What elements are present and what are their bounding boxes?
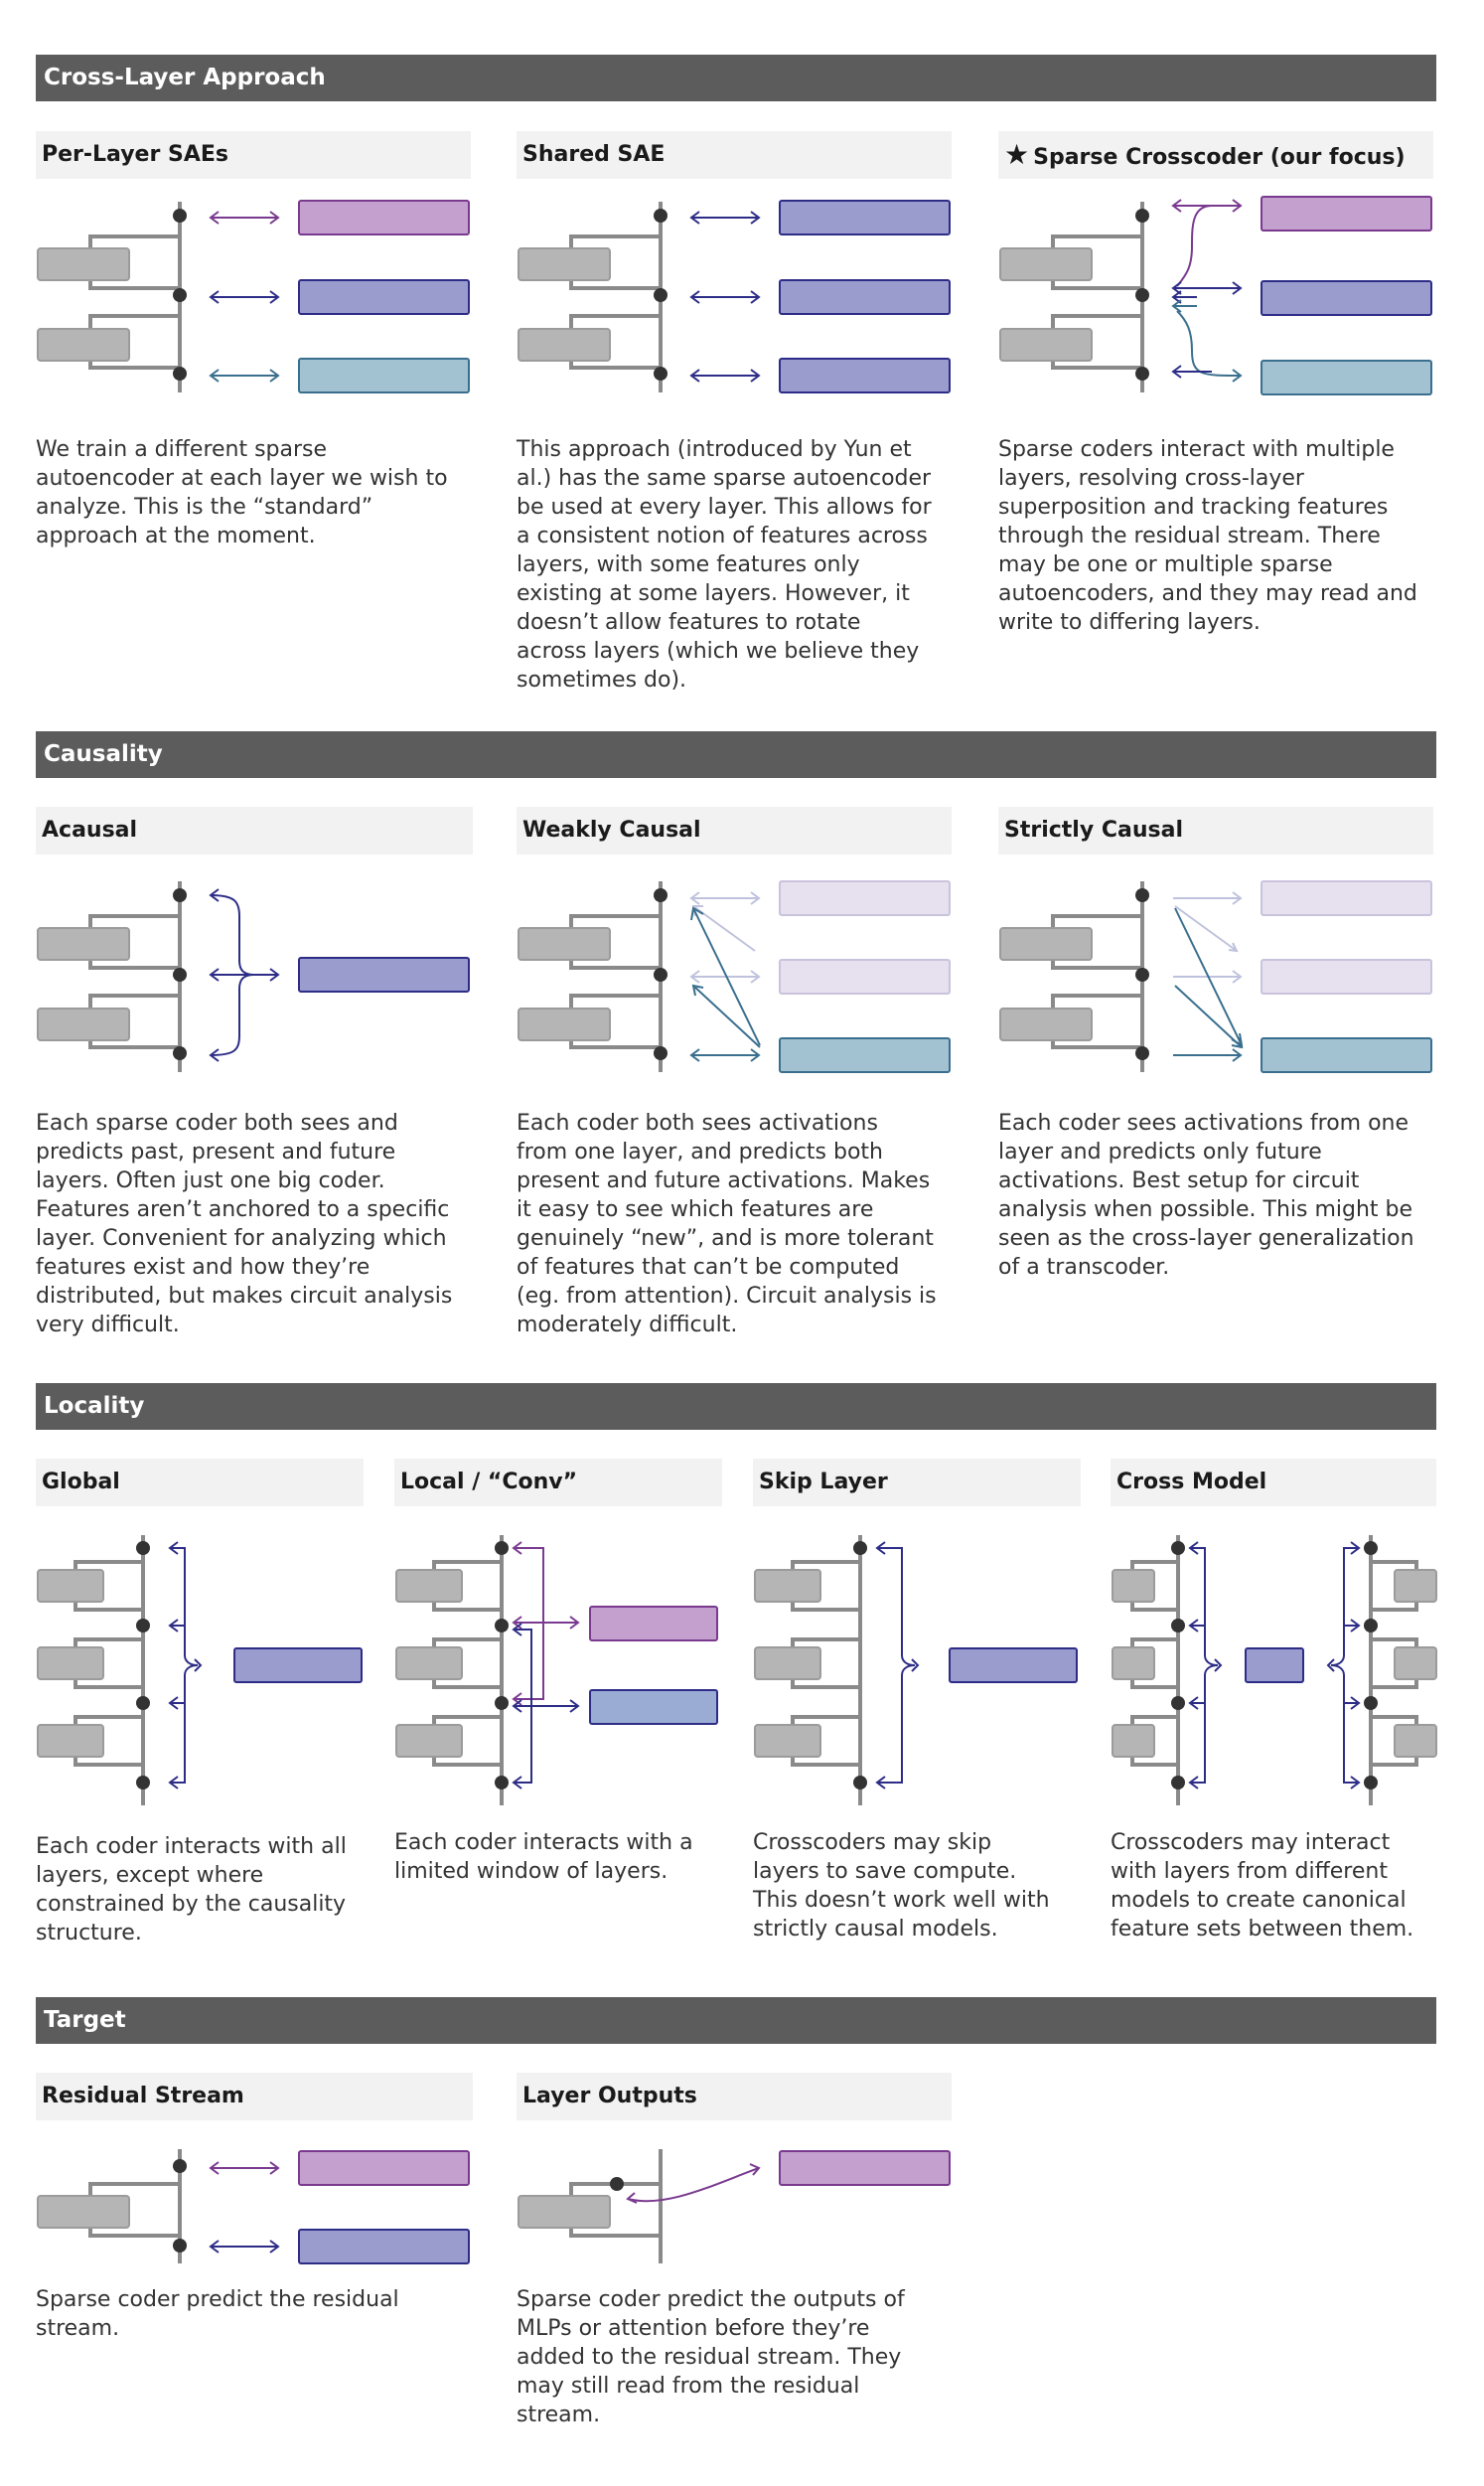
diagram-shared-sae <box>518 200 951 393</box>
bidirectional-arrows <box>209 211 280 383</box>
panel-description: Crosscoders may interact with layers fro… <box>1111 1830 1414 1942</box>
coder-boxes <box>779 880 951 1073</box>
residual-stream <box>518 202 668 392</box>
bracket-arrows <box>168 1541 203 1789</box>
panel-cross-model: Cross Model <box>1111 1459 1438 1975</box>
panel-strictly-causal: Strictly Causal Eac <box>998 807 1440 1363</box>
residual-stream <box>37 881 187 1072</box>
cross-model-arrows <box>1188 1541 1361 1789</box>
coder-box <box>949 1647 1078 1683</box>
panel-description: Each coder interacts with a limited wind… <box>394 1830 693 1884</box>
panel-per-layer-saes: Per-Layer SAEs We train a dif <box>36 131 473 688</box>
section-header-target: Target <box>36 1997 1436 2044</box>
sae-boxes <box>298 200 470 393</box>
residual-stream <box>37 2149 187 2263</box>
panel-title: Skip Layer <box>753 1459 1081 1506</box>
diagram-acausal <box>37 881 470 1072</box>
diagram-layer-outputs <box>518 2149 951 2263</box>
window-arrows-lower <box>512 1623 580 1789</box>
panel-title: Acausal <box>36 807 473 855</box>
panel-description: Sparse coders interact with multiple lay… <box>998 437 1417 635</box>
panel-title: Cross Model <box>1111 1459 1436 1506</box>
panel-title: Global <box>36 1459 364 1506</box>
active-arrows <box>689 906 761 1062</box>
panel-local-conv: Local / “Conv” <box>394 1459 727 1975</box>
panel-residual-stream: Residual Stream Sparse coder predict the… <box>36 2073 473 2470</box>
residual-stream <box>518 881 668 1072</box>
coder-boxes <box>589 1606 718 1725</box>
coder-box <box>298 957 470 993</box>
panel-description: Each sparse coder both sees and predicts… <box>36 1111 453 1337</box>
panel-description: Sparse coder predict the outputs of MLPs… <box>517 2287 905 2427</box>
panel-weakly-causal: Weakly Causal Each <box>517 807 954 1363</box>
diagram-residual-stream <box>37 2149 470 2264</box>
panel-description: We train a different sparse autoencoder … <box>36 437 448 548</box>
faded-arrows <box>1173 891 1243 984</box>
active-arrows <box>1173 907 1244 1062</box>
residual-stream-model-a <box>1112 1535 1185 1805</box>
coder-boxes <box>298 2150 470 2264</box>
diagram-global <box>37 1535 363 1805</box>
section-header-causality: Causality <box>36 731 1436 778</box>
panel-acausal: Acausal Each sparse coder both sees and … <box>36 807 473 1363</box>
shared-sae-boxes <box>779 200 951 393</box>
panel-description: Each coder both sees activations from on… <box>517 1111 937 1337</box>
diagram-cross-model <box>1112 1535 1437 1805</box>
coder-box <box>1245 1647 1304 1683</box>
residual-stream-model-b <box>1364 1535 1437 1805</box>
residual-stream <box>754 1535 867 1805</box>
panel-description: Each coder interacts with all layers, ex… <box>36 1834 347 1945</box>
bidirectional-arrows <box>209 2161 280 2253</box>
panel-shared-sae: Shared SAE This approach (introduced by … <box>517 131 954 693</box>
diagram-sparse-crosscoder <box>999 196 1432 395</box>
panel-global: Global Each coder interacts with a <box>36 1459 369 1975</box>
coder-box <box>233 1647 363 1683</box>
cross-layer-arrows <box>1171 199 1243 383</box>
panel-title: Layer Outputs <box>517 2073 952 2120</box>
diagram-local-conv <box>395 1535 718 1805</box>
panel-sparse-crosscoder: ★Sparse Crosscoder (our focus) <box>998 131 1440 688</box>
output-arrow <box>626 2163 761 2204</box>
residual-stream <box>395 1535 509 1805</box>
coder-box <box>779 2150 951 2186</box>
section-header-locality: Locality <box>36 1383 1436 1430</box>
panel-skip-layer: Skip Layer Crosscoders may skip layers t… <box>753 1459 1086 1975</box>
section-header-cross-layer: Cross-Layer Approach <box>36 55 1436 101</box>
coder-boxes <box>1261 880 1432 1073</box>
panel-title: ★Sparse Crosscoder (our focus) <box>998 131 1433 179</box>
panel-title: Shared SAE <box>517 131 952 179</box>
residual-stream <box>518 2149 663 2263</box>
panel-title: Weakly Causal <box>517 807 952 855</box>
diagram-skip-layer <box>754 1535 1078 1805</box>
skip-bracket-arrows <box>875 1541 920 1789</box>
panel-description: Crosscoders may skip layers to save comp… <box>753 1830 1050 1942</box>
diagram-weakly-causal <box>518 880 951 1073</box>
residual-stream <box>37 1535 150 1805</box>
star-icon: ★ <box>1004 138 1030 171</box>
panel-title: Residual Stream <box>36 2073 473 2120</box>
panel-title: Local / “Conv” <box>394 1459 722 1506</box>
panel-description: This approach (introduced by Yun et al.)… <box>517 437 932 693</box>
panel-description: Sparse coder predict the residual stream… <box>36 2287 399 2341</box>
faded-arrows <box>689 891 761 984</box>
residual-stream <box>999 881 1149 1072</box>
window-arrows-upper <box>512 1541 580 1706</box>
diagram-per-layer-saes <box>37 200 470 393</box>
panel-title: Per-Layer SAEs <box>36 131 471 179</box>
residual-stream <box>999 202 1149 392</box>
bracket-arrows <box>209 888 280 1062</box>
bidirectional-arrows <box>689 211 761 383</box>
diagram-strictly-causal <box>999 880 1432 1073</box>
panel-title: Strictly Causal <box>998 807 1433 855</box>
crosscoder-boxes <box>1261 196 1432 395</box>
panel-layer-outputs: Layer Outputs Sparse coder predict the o… <box>517 2073 954 2470</box>
panel-description: Each coder sees activations from one lay… <box>998 1111 1414 1280</box>
panel-title-text: Sparse Crosscoder (our focus) <box>1033 145 1406 170</box>
residual-stream <box>37 202 187 392</box>
